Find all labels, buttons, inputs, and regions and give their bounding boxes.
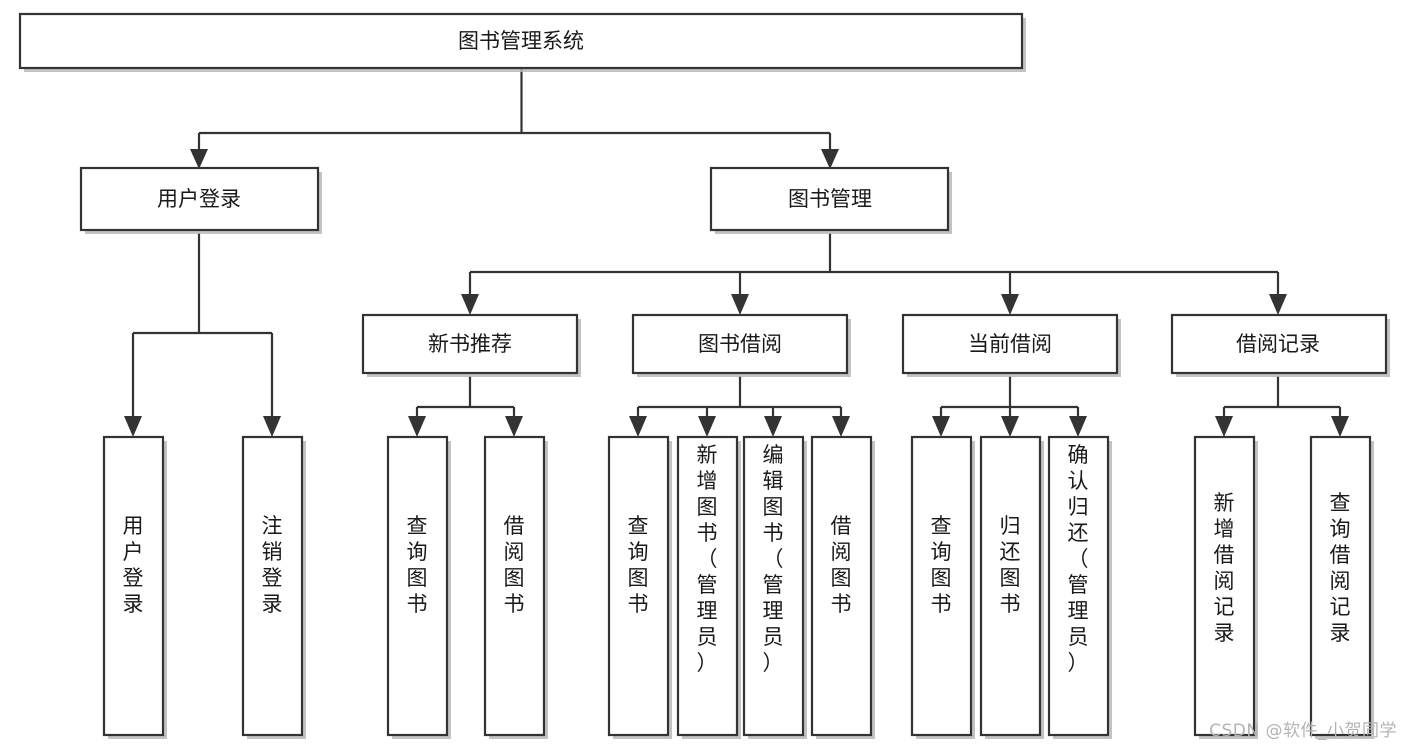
leaf-3-label: 查询图书 xyxy=(407,514,428,616)
leaf-4-label: 借阅图书 xyxy=(504,514,525,616)
leaf-9-label: 查询图书 xyxy=(931,514,952,616)
watermark-text: CSDN @软件_小贺同学 xyxy=(1209,721,1397,741)
leaf-10-rect xyxy=(979,435,1042,737)
user-login-label: 用户登录 xyxy=(157,187,241,211)
leaf-5-rect xyxy=(607,435,670,737)
current-borrow-label: 当前借阅 xyxy=(968,332,1052,356)
arrow-book-borrow xyxy=(731,294,749,315)
node-current-borrow[interactable]: 当前借阅 xyxy=(901,313,1121,377)
node-leaf-7[interactable]: 编辑图书（管理员） xyxy=(742,435,807,739)
book-borrow-label: 图书借阅 xyxy=(698,332,782,356)
arrow-leaf-3 xyxy=(408,416,426,437)
node-leaf-4[interactable]: 借阅图书 xyxy=(483,435,548,739)
node-book-borrow[interactable]: 图书借阅 xyxy=(631,313,851,377)
leaf-2-label: 注销登录 xyxy=(262,514,283,616)
leaf-13-label: 查询借阅记录 xyxy=(1330,491,1351,645)
leaf-8-rect xyxy=(810,435,873,737)
node-leaf-10[interactable]: 归还图书 xyxy=(979,435,1044,739)
connector-layer xyxy=(124,69,1349,437)
node-leaf-5[interactable]: 查询图书 xyxy=(607,435,672,739)
leaf-12-label: 新增借阅记录 xyxy=(1214,491,1235,645)
leaf-1-rect xyxy=(102,435,165,737)
arrow-user-login xyxy=(190,149,208,169)
node-leaf-12[interactable]: 新增借阅记录 xyxy=(1193,435,1258,739)
arrow-leaf-12 xyxy=(1215,416,1233,437)
book-borrow-rect xyxy=(631,313,849,375)
user-login-rect xyxy=(79,166,320,232)
arrow-borrow-record xyxy=(1269,294,1287,315)
node-leaf-3[interactable]: 查询图书 xyxy=(386,435,451,739)
arrow-leaf-10 xyxy=(1001,416,1019,437)
leaf-5-label: 查询图书 xyxy=(628,514,649,616)
node-borrow-record[interactable]: 借阅记录 xyxy=(1170,313,1390,377)
root-label: 图书管理系统 xyxy=(458,29,584,53)
leaf-3-rect xyxy=(386,435,449,737)
leaf-13-rect xyxy=(1309,435,1372,737)
arrow-leaf-6 xyxy=(698,416,716,437)
arrow-leaf-4 xyxy=(505,416,523,437)
node-leaf-11[interactable]: 确认归还（管理员） xyxy=(1047,435,1112,739)
leaf-10-label: 归还图书 xyxy=(1000,514,1021,616)
node-leaf-8[interactable]: 借阅图书 xyxy=(810,435,875,739)
leaf-8-label: 借阅图书 xyxy=(831,514,852,616)
node-leaf-9[interactable]: 查询图书 xyxy=(910,435,975,739)
node-leaf-1[interactable]: 用户登录 xyxy=(102,435,167,739)
node-leaf-13[interactable]: 查询借阅记录 xyxy=(1309,435,1374,739)
node-leaf-2[interactable]: 注销登录 xyxy=(241,435,306,739)
leaf-6-rect xyxy=(676,435,739,737)
node-user-login[interactable]: 用户登录 xyxy=(79,166,322,234)
node-new-book-rec[interactable]: 新书推荐 xyxy=(361,313,581,377)
arrow-leaf-1 xyxy=(124,416,142,437)
leaf-7-label: 编辑图书（管理员） xyxy=(763,443,784,675)
leaf-12-rect xyxy=(1193,435,1256,737)
book-manage-rect xyxy=(709,166,950,232)
arrow-leaf-13 xyxy=(1331,416,1349,437)
book-manage-label: 图书管理 xyxy=(788,187,872,211)
arrow-leaf-5 xyxy=(629,416,647,437)
arrow-leaf-9 xyxy=(932,416,950,437)
borrow-record-label: 借阅记录 xyxy=(1236,332,1320,356)
node-book-manage[interactable]: 图书管理 xyxy=(709,166,952,234)
arrow-new-book-rec xyxy=(461,294,479,315)
arrow-current-borrow xyxy=(1001,294,1019,315)
leaf-1-label: 用户登录 xyxy=(123,514,144,616)
leaf-9-rect xyxy=(910,435,973,737)
node-root[interactable]: 图书管理系统 xyxy=(18,12,1026,72)
arrow-leaf-7 xyxy=(764,416,782,437)
leaf-2-rect xyxy=(241,435,304,737)
arrow-leaf-2 xyxy=(263,416,281,437)
arrow-leaf-8 xyxy=(832,416,850,437)
arrow-leaf-11 xyxy=(1069,416,1087,437)
borrow-record-rect xyxy=(1170,313,1388,375)
arrow-book-manage xyxy=(821,149,839,169)
current-borrow-rect xyxy=(901,313,1119,375)
root-rect xyxy=(18,12,1024,70)
new-book-rec-label: 新书推荐 xyxy=(428,332,512,356)
leaf-7-rect xyxy=(742,435,805,737)
new-book-rec-rect xyxy=(361,313,579,375)
leaf-11-rect xyxy=(1047,435,1110,737)
leaf-11-label: 确认归还（管理员） xyxy=(1068,443,1089,675)
leaf-6-label: 新增图书（管理员） xyxy=(697,443,718,675)
leaf-4-rect xyxy=(483,435,546,737)
node-leaf-6[interactable]: 新增图书（管理员） xyxy=(676,435,741,739)
